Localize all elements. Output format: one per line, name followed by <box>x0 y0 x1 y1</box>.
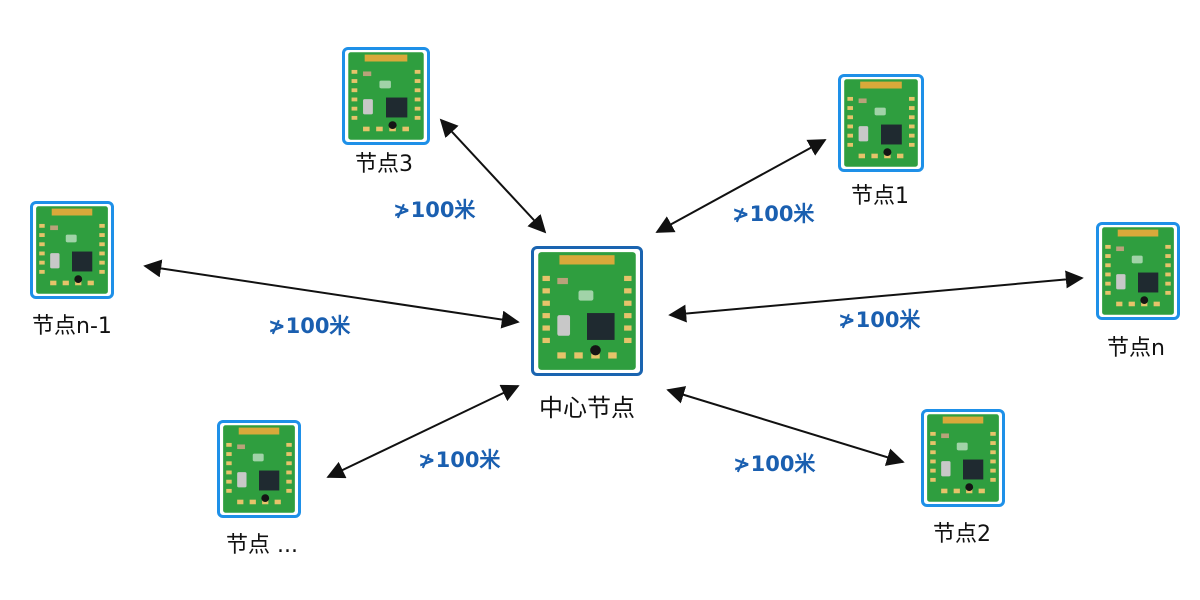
center-node-card <box>531 246 643 376</box>
distance-label-node2: ≯100米 <box>733 452 816 476</box>
ble-module-pcb-icon <box>927 414 999 502</box>
distance-label-node-ellipsis: ≯100米 <box>418 448 501 472</box>
arrow-center-node3 <box>439 118 547 234</box>
arrow-center-node-ellipsis <box>326 384 520 479</box>
distance-label-node-n: ≯100米 <box>838 308 921 332</box>
node1-card <box>838 74 924 172</box>
node1-label: 节点1 <box>851 184 909 209</box>
arrow-center-node1 <box>655 139 827 233</box>
distance-label-node3: ≯100米 <box>393 198 476 222</box>
node2-label: 节点2 <box>933 522 991 547</box>
ble-module-pcb-icon <box>844 79 918 167</box>
distance-label-node-n-minus-1: ≯100米 <box>268 314 351 338</box>
node3-card <box>342 47 430 145</box>
node-n-minus-1-card <box>30 201 114 299</box>
node2-card <box>921 409 1005 507</box>
distance-label-node1: ≯100米 <box>732 202 815 226</box>
node-ellipsis-label: 节点 ... <box>226 533 298 558</box>
ble-module-pcb-icon <box>348 52 424 140</box>
node-n-minus-1-label: 节点n-1 <box>32 314 112 339</box>
ble-module-pcb-icon <box>1102 227 1174 315</box>
node-n-label: 节点n <box>1107 336 1165 361</box>
node-n-card <box>1096 222 1180 320</box>
ble-module-pcb-icon <box>223 425 295 513</box>
ble-module-pcb-icon <box>538 252 636 370</box>
center-node-label: 中心节点 <box>539 394 635 422</box>
arrow-center-node-n-minus-1 <box>143 259 520 329</box>
arrow-center-node2 <box>666 386 905 466</box>
node3-label: 节点3 <box>355 152 413 177</box>
ble-module-pcb-icon <box>36 206 108 294</box>
node-ellipsis-card <box>217 420 301 518</box>
arrow-center-node-n <box>668 270 1084 323</box>
